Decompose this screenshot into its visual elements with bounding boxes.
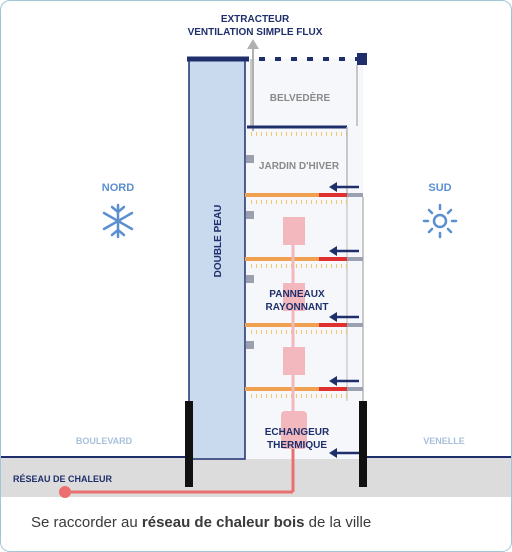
ground-strip	[1, 457, 511, 497]
caption-text-bold: réseau de chaleur bois	[141, 514, 305, 531]
sun-icon	[422, 203, 458, 239]
panels-label-1: PANNEAUX	[269, 289, 325, 300]
floor-slabs	[245, 193, 363, 398]
ventilation-label: VENTILATION SIMPLE FLUX	[188, 27, 323, 38]
floor-slab-4	[245, 387, 363, 398]
lane-label: VENELLE	[423, 436, 465, 446]
radiant-panel-2	[283, 283, 305, 311]
double-skin-label: DOUBLE PEAU	[213, 205, 224, 278]
roof-post	[357, 53, 367, 65]
caption-text-after: de la ville	[304, 514, 372, 531]
exchanger-label-1: ECHANGEUR	[265, 427, 330, 438]
extractor-arrow-head	[247, 39, 259, 49]
winter-garden-label: JARDIN D'HIVER	[259, 161, 340, 172]
air-intake-arrows	[329, 182, 359, 458]
post-left	[185, 401, 193, 487]
caption: Se raccorder au réseau de chaleur bois d…	[31, 514, 371, 531]
floor-slab-2	[245, 257, 363, 268]
vent-blocks	[246, 155, 254, 349]
exchanger-label-2: THERMIQUE	[267, 440, 327, 451]
boulevard-label: BOULEVARD	[76, 436, 133, 446]
north-label: NORD	[102, 182, 134, 194]
floor-slab-3	[245, 323, 363, 334]
heat-network-label: RÉSEAU DE CHALEUR	[13, 474, 113, 484]
caption-text-before: Se raccorder au	[31, 514, 142, 531]
post-right	[359, 401, 367, 487]
floor-slab-1	[245, 193, 363, 204]
belvedere-label: BELVEDÈRE	[270, 91, 331, 104]
heat-exchanger-block	[281, 411, 307, 449]
south-label: SUD	[428, 182, 451, 194]
extractor-label: EXTRACTEUR	[221, 14, 290, 25]
panels-label-2: RAYONNANT	[266, 302, 329, 313]
radiant-panel-3	[283, 347, 305, 375]
radiant-panel-1	[283, 217, 305, 245]
caption-area	[1, 497, 511, 551]
heat-network-source	[59, 486, 71, 498]
snowflake-icon	[102, 203, 134, 239]
